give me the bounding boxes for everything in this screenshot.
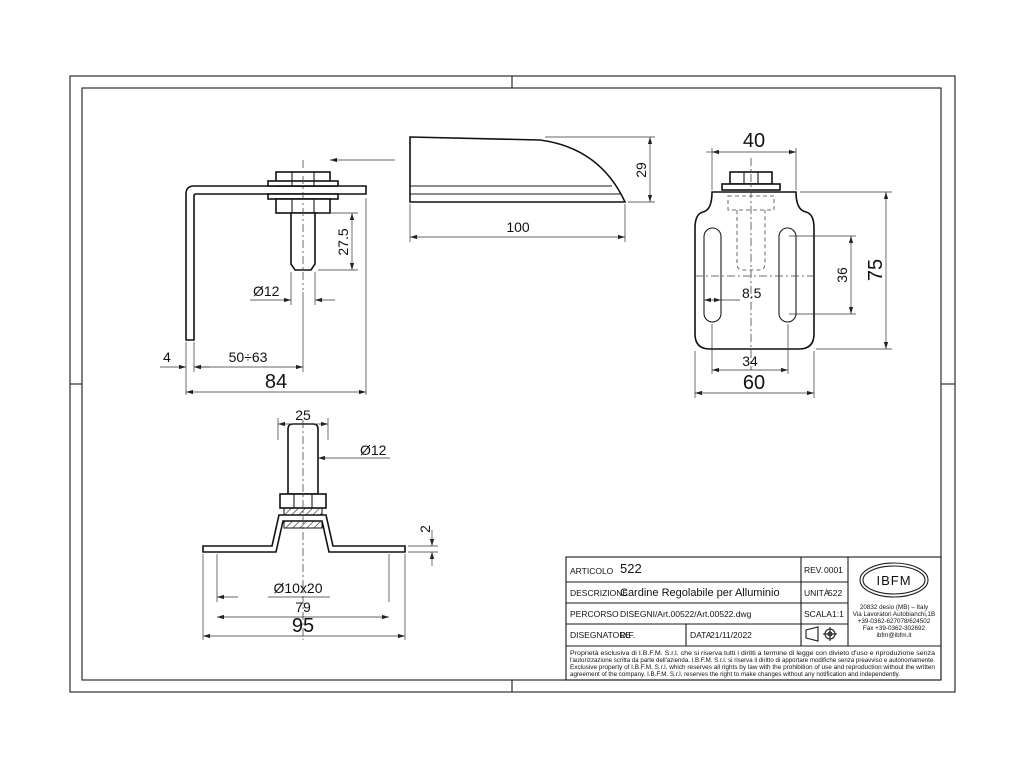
description-value: Cardine Regolabile per Alluminio — [620, 587, 780, 599]
scale-value: 1:1 — [832, 609, 844, 619]
title-block: ARTICOLO 522 REV. 0001 DESCRIZIONE Cardi… — [565, 556, 942, 681]
dim-pin-diameter: Ø12 — [253, 283, 280, 299]
dim-plate-width: 60 — [743, 372, 765, 394]
article-value: 522 — [620, 561, 642, 576]
scale-label: SCALA — [804, 609, 832, 619]
designer-value: D.F. — [620, 630, 635, 640]
dim-pin-length: 27.5 — [335, 228, 351, 255]
legal-line: l'autorizzazione scritta da parte dell'a… — [570, 657, 935, 664]
dim-holes: Ø10x20 — [273, 580, 322, 596]
legal-line: Exclusive property of I.B.F.M. S.r.l. wh… — [570, 664, 936, 671]
address-line: Via Lavoratori Autobianchi,1B — [853, 611, 936, 618]
designer-label: DISEGNATORE — [570, 630, 631, 640]
dim-bend-height: 2 — [417, 525, 433, 533]
article-label: ARTICOLO — [570, 566, 614, 576]
ibfm-logo: IBFM — [859, 562, 929, 598]
dim-top-width: 40 — [743, 130, 765, 152]
company-address: 20832 desio (MB) – Italy Via Lavoratori … — [853, 604, 936, 639]
dim-hole-spacing: 79 — [295, 599, 311, 615]
dim-adjust-range: 50÷63 — [229, 349, 268, 365]
rev-label: REV. — [804, 565, 823, 575]
fax-line: Fax +39-0362-302692 — [863, 625, 926, 632]
path-label: PERCORSO — [570, 609, 619, 619]
dim-slot-spacing: 34 — [742, 353, 758, 369]
date-value: 21/11/2022 — [710, 630, 752, 640]
projection-symbol-icon — [805, 626, 837, 642]
side-view-wedge: 29 100 — [409, 136, 655, 242]
dim-base-length: 95 — [292, 615, 314, 637]
unit-label: UNITÀ — [804, 588, 830, 598]
sheet-frame — [69, 75, 956, 693]
logo-text: IBFM — [876, 573, 911, 588]
dim-side-height: 29 — [633, 162, 649, 178]
legal-line: agreement of the company. I.B.F.M. S.r.l… — [570, 671, 900, 678]
legal-notice: Proprietà esclusiva di I.B.F.M. S.r.l. c… — [570, 650, 936, 678]
rev-value: 0001 — [824, 565, 843, 575]
dim-height-total: 75 — [865, 259, 887, 281]
dim-thickness: 4 — [163, 349, 171, 365]
phone-line: +39-0362-627078/624502 — [858, 618, 931, 625]
email-line: ibfm@ibfm.it — [876, 632, 911, 639]
address-line: 20832 desio (MB) – Italy — [860, 604, 929, 611]
date-label: DATA — [690, 630, 712, 640]
dim-slot-width: 8.5 — [742, 285, 762, 301]
legal-line: Proprietà esclusiva di I.B.F.M. S.r.l. c… — [570, 650, 936, 657]
unit-value: 522 — [828, 588, 842, 598]
dim-bottom-width: 25 — [295, 407, 311, 423]
path-value: DISEGNI/Art.00522/Art.00522.dwg — [620, 609, 752, 619]
dim-overall-length: 84 — [265, 371, 287, 393]
front-view-plate: 40 75 36 8.5 34 60 — [694, 130, 892, 398]
side-view-bracket: 27.5 Ø12 4 50÷63 84 — [160, 157, 395, 395]
dim-side-length: 100 — [506, 219, 530, 235]
dim-height-slot: 36 — [834, 267, 850, 283]
front-view-base: 25 Ø12 2 Ø10x20 79 95 — [202, 407, 438, 640]
description-label: DESCRIZIONE — [570, 588, 628, 598]
dim-bottom-pin-diameter: Ø12 — [360, 442, 387, 458]
